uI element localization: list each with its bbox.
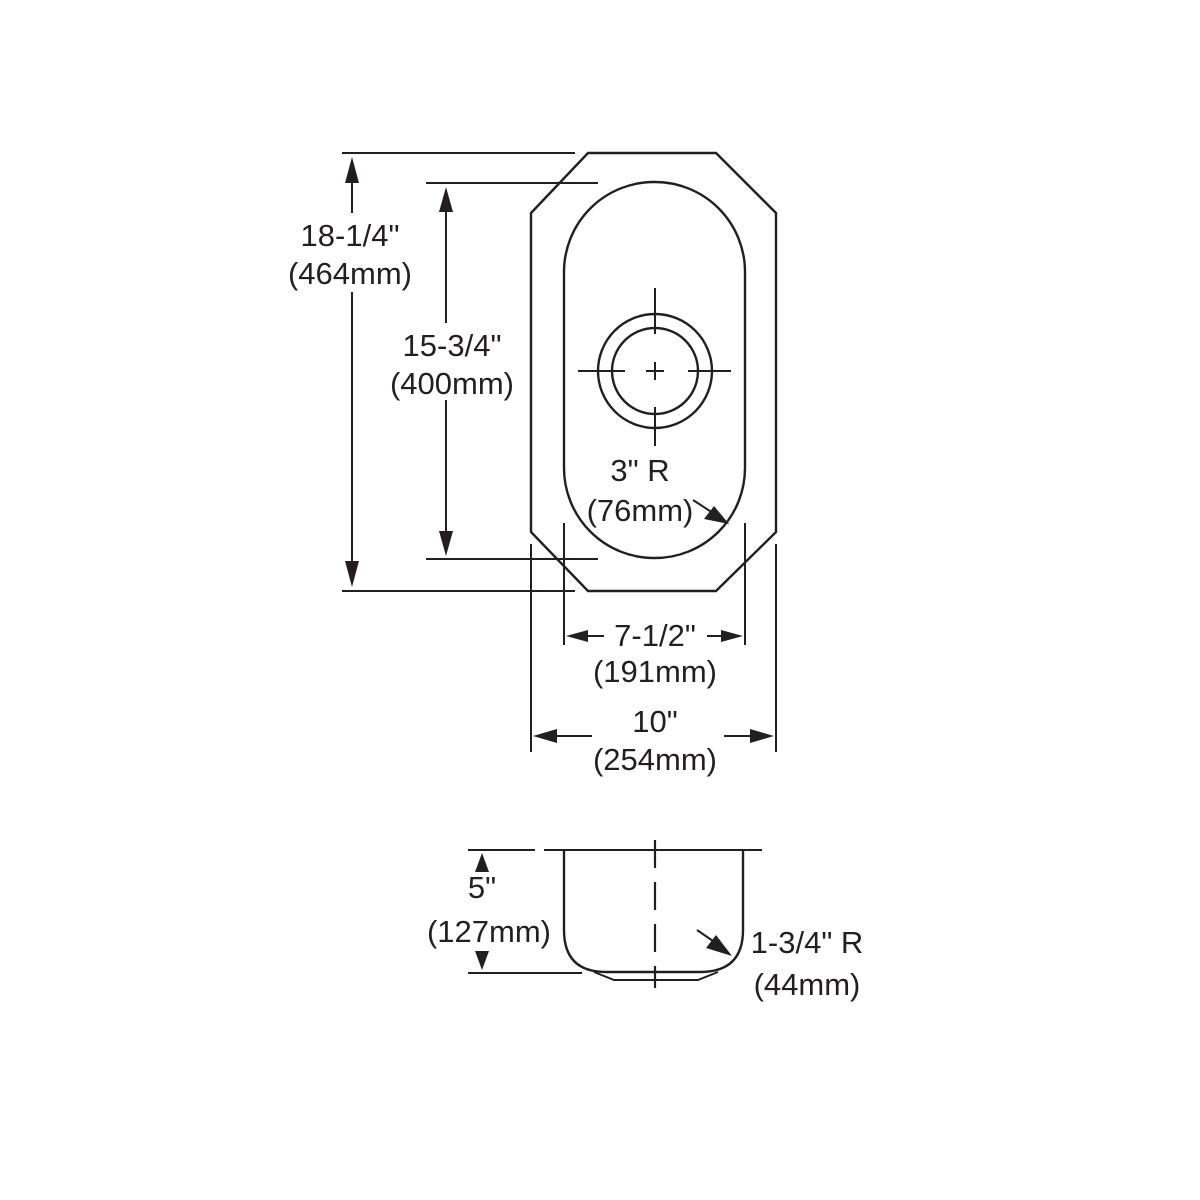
arrow-down-icon bbox=[439, 531, 453, 556]
arrow-down-icon bbox=[475, 951, 489, 970]
arrow-icon bbox=[704, 506, 729, 524]
top-view: 18-1/4" (464mm) 15-3/4" (400mm) 3" R (76… bbox=[288, 151, 778, 777]
arrow-up-icon bbox=[345, 157, 359, 183]
overall-width-dimension: 10" (254mm) bbox=[533, 704, 774, 777]
arrow-right-icon bbox=[721, 630, 743, 642]
arrow-icon bbox=[706, 935, 732, 956]
depth-dimension: 5" (127mm) bbox=[427, 849, 582, 974]
overall-width-metric: (254mm) bbox=[593, 742, 717, 777]
overall-width-imperial: 10" bbox=[632, 704, 678, 739]
bowl-outline bbox=[562, 180, 747, 560]
bowl-width-metric: (191mm) bbox=[593, 654, 717, 689]
corner-radius-metric: (76mm) bbox=[587, 493, 694, 528]
arrow-up-icon bbox=[439, 187, 453, 212]
drain-centerline-icon bbox=[578, 288, 731, 446]
bowl-width-dimension: 7-1/2" (191mm) bbox=[566, 618, 743, 689]
bowl-profile bbox=[562, 850, 745, 974]
depth-imperial: 5" bbox=[468, 870, 496, 905]
bowl-length-metric: (400mm) bbox=[390, 366, 514, 401]
arrow-left-icon bbox=[533, 729, 557, 743]
side-view: 5" (127mm) 1-3/4" R (44mm) bbox=[427, 840, 863, 1002]
corner-radius-imperial: 3" R bbox=[610, 453, 669, 488]
bottom-radius-metric: (44mm) bbox=[754, 967, 861, 1002]
bowl-length-imperial: 15-3/4" bbox=[403, 328, 502, 363]
arrow-up-icon bbox=[475, 853, 489, 872]
corner-radius-callout: 3" R (76mm) bbox=[587, 453, 729, 528]
overall-length-imperial: 18-1/4" bbox=[301, 218, 400, 253]
bottom-radius-imperial: 1-3/4" R bbox=[751, 925, 864, 960]
overall-length-dimension: 18-1/4" (464mm) bbox=[288, 152, 575, 592]
arrow-left-icon bbox=[566, 630, 588, 642]
outer-flange-outline bbox=[529, 151, 778, 593]
bowl-width-imperial: 7-1/2" bbox=[614, 618, 696, 653]
overall-length-metric: (464mm) bbox=[288, 256, 412, 291]
arrow-down-icon bbox=[345, 561, 359, 587]
bottom-radius-callout: 1-3/4" R (44mm) bbox=[696, 925, 864, 1002]
arrow-right-icon bbox=[750, 729, 774, 743]
depth-metric: (127mm) bbox=[427, 914, 551, 949]
bowl-length-dimension: 15-3/4" (400mm) bbox=[390, 182, 598, 560]
